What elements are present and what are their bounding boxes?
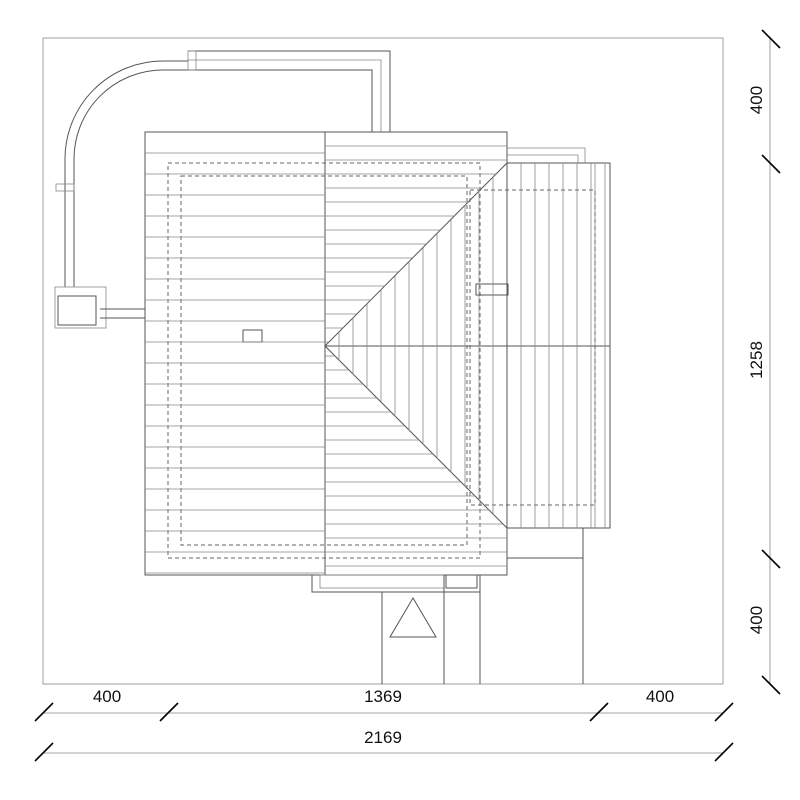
chimney-vent bbox=[242, 329, 263, 343]
roof bbox=[144, 131, 611, 576]
dim-right-bottom: 400 bbox=[747, 606, 766, 634]
dim-bottom-left: 400 bbox=[93, 687, 121, 706]
middle-roof-section bbox=[324, 131, 508, 576]
dim-right-top: 400 bbox=[747, 86, 766, 114]
north-arrow-icon bbox=[389, 597, 437, 638]
dim-bottom-middle: 1369 bbox=[364, 687, 402, 706]
dimension-right: 400 1258 400 bbox=[747, 29, 781, 695]
dim-bottom-right: 400 bbox=[646, 687, 674, 706]
dim-right-middle: 1258 bbox=[747, 341, 766, 379]
entrance bbox=[311, 528, 584, 684]
eave-line-inner bbox=[180, 175, 468, 546]
eave-line-outer bbox=[167, 162, 481, 559]
walkway bbox=[54, 50, 391, 329]
plot-boundary bbox=[42, 37, 724, 685]
wing-eave-line bbox=[469, 189, 596, 506]
skylight bbox=[475, 283, 509, 296]
dimension-bottom: 400 1369 400 2169 bbox=[34, 687, 734, 762]
left-roof-section bbox=[144, 131, 326, 576]
dim-bottom-total: 2169 bbox=[364, 728, 402, 747]
